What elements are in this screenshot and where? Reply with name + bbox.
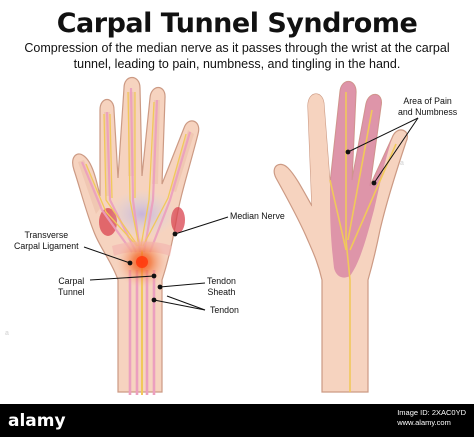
left-leader-lines bbox=[83, 216, 229, 311]
label-carpal-tunnel: Carpal Tunnel bbox=[58, 276, 85, 297]
forearm-tendons bbox=[128, 270, 156, 395]
watermark: a bbox=[5, 330, 9, 337]
image-id: Image ID: 2XAC0YD bbox=[397, 408, 466, 417]
label-area-of-pain: Area of Pain and Numbness bbox=[398, 96, 458, 117]
watermark: a bbox=[400, 160, 404, 167]
right-hand bbox=[273, 80, 408, 393]
page-subtitle: Compression of the median nerve as it pa… bbox=[24, 41, 450, 71]
page-title: Carpal Tunnel Syndrome bbox=[56, 8, 418, 39]
label-tendon-sheath: Tendon Sheath bbox=[207, 276, 236, 297]
brand-logo: alamy bbox=[8, 411, 66, 431]
left-hand bbox=[72, 76, 200, 395]
image-url: www.alamy.com bbox=[397, 418, 451, 427]
footer-bar: alamy Image ID: 2XAC0YD www.alamy.com bbox=[0, 404, 474, 437]
right-median-nerve bbox=[329, 92, 397, 392]
right-leader-lines bbox=[347, 117, 419, 184]
image-meta: Image ID: 2XAC0YD www.alamy.com bbox=[397, 408, 466, 428]
label-transverse-carpal-ligament: Transverse Carpal Ligament bbox=[14, 230, 79, 251]
median-nerve-branches bbox=[85, 91, 187, 247]
label-tendon: Tendon bbox=[210, 305, 239, 315]
hands-illustration bbox=[72, 76, 419, 395]
label-median-nerve: Median Nerve bbox=[230, 211, 285, 221]
